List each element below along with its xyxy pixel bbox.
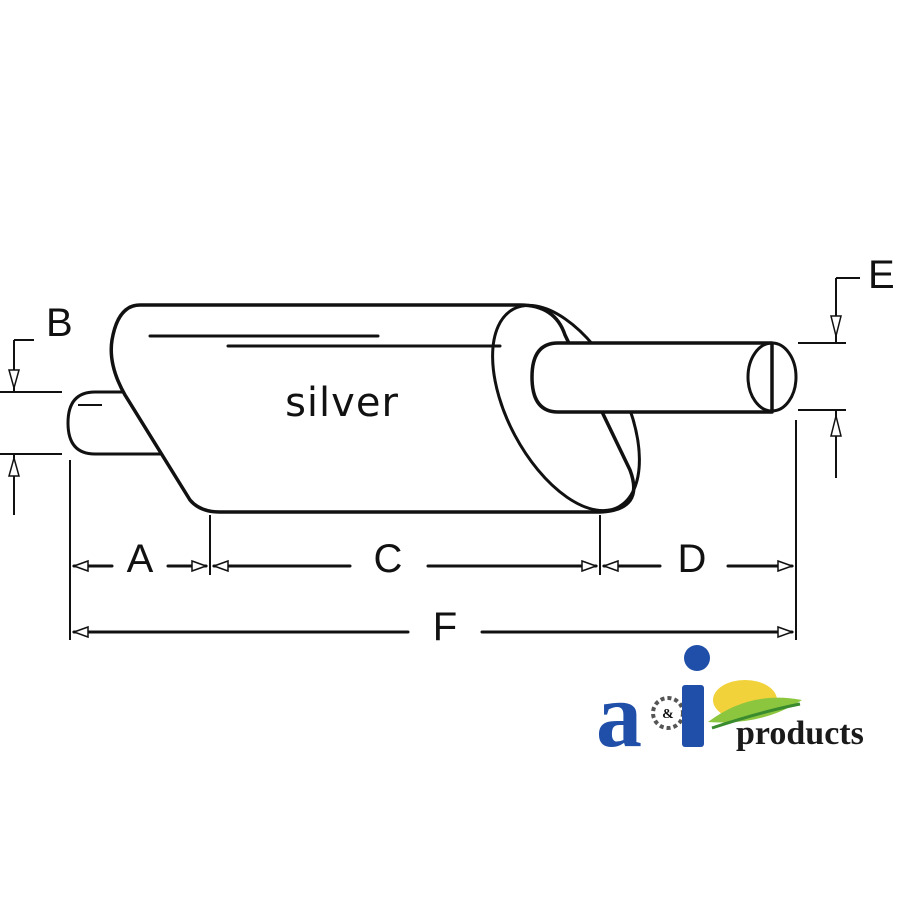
logo-ampersand: & xyxy=(662,707,674,722)
dimension-c: C xyxy=(211,537,599,581)
outlet-pipe xyxy=(530,341,798,414)
logo-leaf xyxy=(708,697,802,723)
dimension-label-e: E xyxy=(868,253,895,297)
logo-products-text: products xyxy=(736,715,864,752)
dimension-a: A xyxy=(71,537,209,581)
dimension-e: E xyxy=(798,253,895,478)
logo-letter-a: a xyxy=(596,664,642,766)
logo-letter-i xyxy=(682,685,704,747)
extension-lines xyxy=(69,420,797,640)
dimension-f: F xyxy=(71,605,795,649)
ai-products-logo: a & products xyxy=(596,645,864,766)
finish-label: silver xyxy=(285,380,399,426)
dimension-label-c: C xyxy=(374,537,403,581)
dimension-b: B xyxy=(0,301,73,515)
dimension-label-d: D xyxy=(678,537,707,581)
logo-i-dot xyxy=(684,645,710,671)
dimension-d: D xyxy=(601,537,795,581)
dimension-label-f: F xyxy=(433,605,457,649)
dimension-label-a: A xyxy=(127,537,154,581)
inlet-pipe xyxy=(66,390,167,456)
dimension-label-b: B xyxy=(46,301,73,345)
